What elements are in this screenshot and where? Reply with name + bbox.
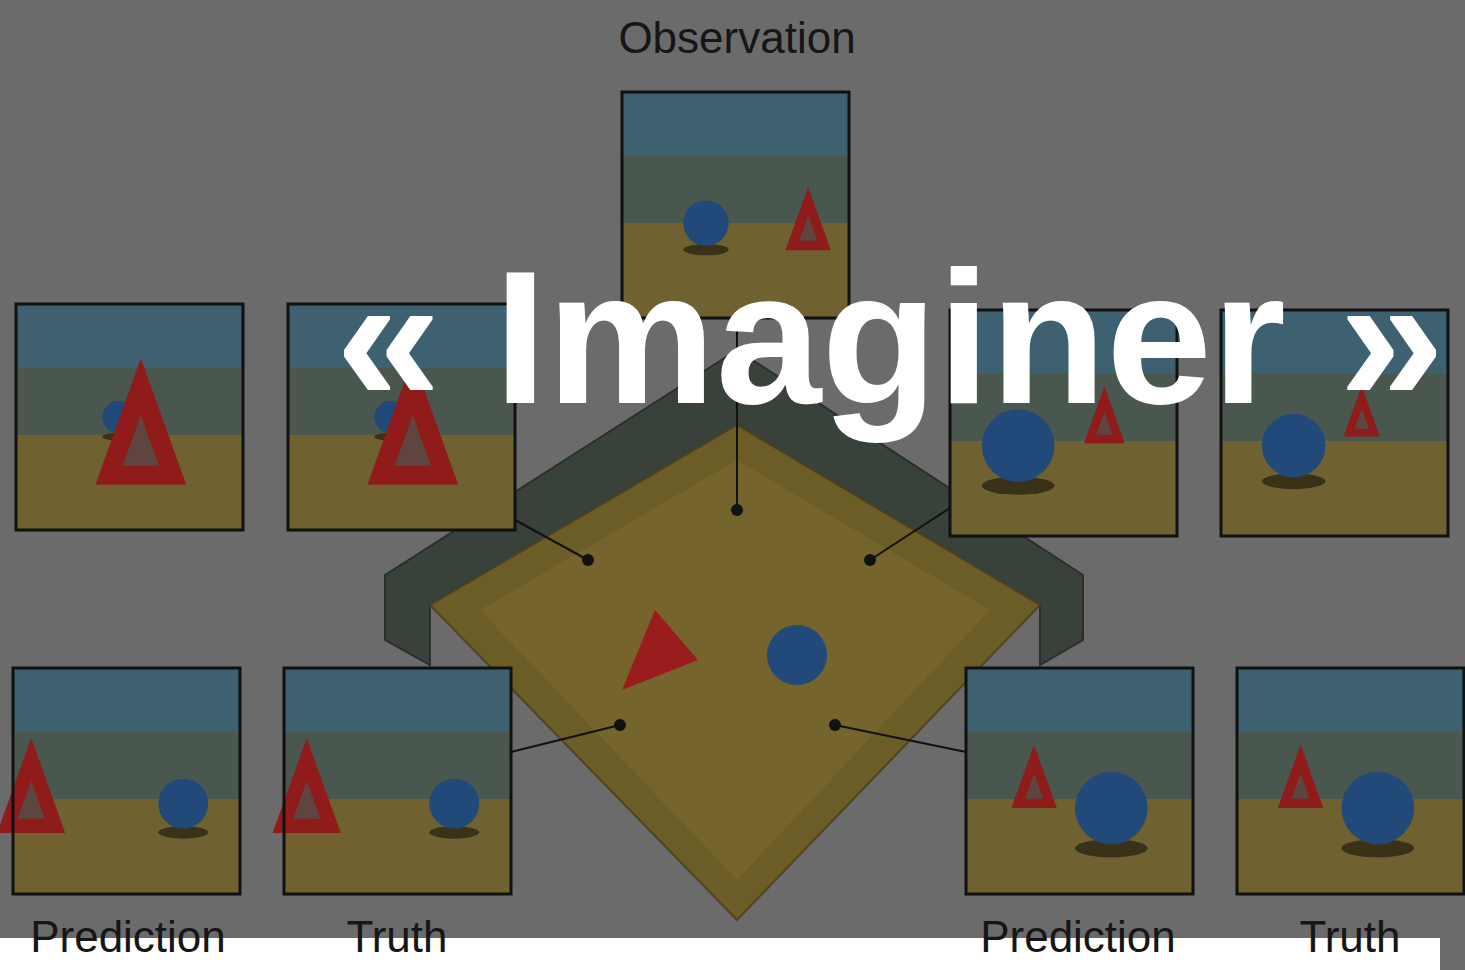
view-thumbnail — [1237, 668, 1464, 894]
view-label: Prediction — [980, 913, 1176, 961]
triangle-hole — [18, 781, 45, 819]
triangle-hole — [799, 215, 817, 240]
camera-dot — [582, 554, 594, 566]
camera-dot — [731, 504, 743, 516]
triangle-hole — [293, 781, 320, 819]
view-label: Prediction — [30, 913, 226, 961]
thumbnail-frame — [13, 668, 240, 894]
camera-dot — [864, 554, 876, 566]
room-floor-inner — [480, 460, 990, 880]
view-thumbnails — [0, 92, 1464, 894]
red-triangle — [1011, 745, 1056, 808]
view-thumbnail — [273, 668, 511, 894]
camera-line — [835, 725, 966, 752]
red-triangle — [785, 187, 830, 250]
blue-icosahedron — [767, 625, 827, 685]
overlay-title: « Imaginer » — [336, 242, 1445, 432]
floor — [1221, 441, 1448, 536]
thumbnail-frame — [16, 304, 243, 530]
camera-dot — [614, 719, 626, 731]
view-thumbnail — [0, 668, 240, 894]
red-triangle — [95, 358, 186, 485]
view-thumbnail — [16, 304, 243, 530]
sky — [284, 668, 511, 731]
blue-ball — [1341, 772, 1414, 845]
observation-label: Observation — [618, 14, 855, 62]
sky — [966, 668, 1193, 731]
sky — [16, 304, 243, 367]
thumbnail-frame — [284, 668, 511, 894]
sky — [13, 668, 240, 731]
camera-line — [511, 725, 620, 752]
thumbnail-frame — [1237, 668, 1464, 894]
blue-ball — [158, 779, 208, 829]
blue-ball — [429, 779, 479, 829]
blue-ball — [1075, 772, 1148, 845]
red-triangle — [0, 738, 65, 833]
sky — [1237, 668, 1464, 731]
red-cone — [622, 610, 698, 690]
camera-line — [515, 520, 588, 560]
wall — [966, 731, 1193, 799]
sky — [622, 92, 849, 155]
triangle-hole — [1025, 773, 1043, 798]
view-thumbnail — [966, 668, 1193, 894]
triangle-hole — [1291, 773, 1309, 798]
thumbnail-frame — [966, 668, 1193, 894]
camera-dot — [829, 719, 841, 731]
view-label: Truth — [346, 913, 447, 961]
blue-ball — [683, 200, 728, 245]
red-triangle — [1278, 745, 1323, 808]
camera-line — [870, 508, 950, 560]
triangle-hole — [123, 415, 159, 466]
view-label: Truth — [1299, 913, 1400, 961]
